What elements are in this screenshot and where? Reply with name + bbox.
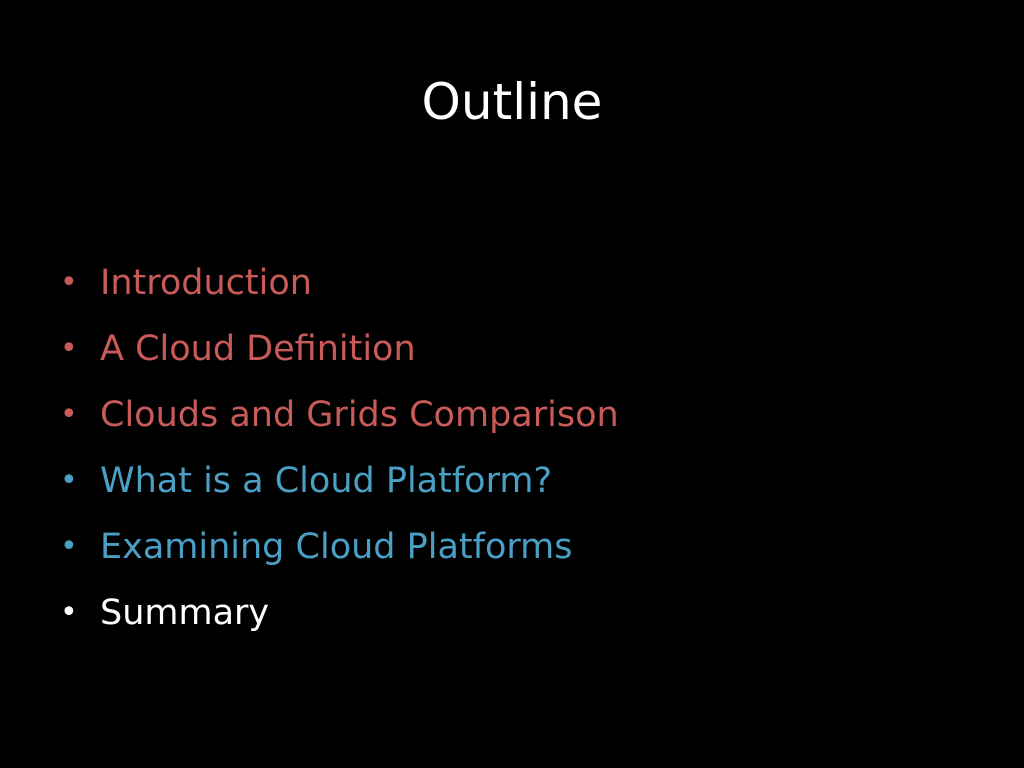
outline-item-label: Summary <box>100 593 270 633</box>
outline-item-cloud-definition: • A Cloud Definition <box>60 316 980 382</box>
outline-item-label: Introduction <box>100 263 312 303</box>
outline-item-cloud-platform: • What is a Cloud Platform? <box>60 448 980 514</box>
bullet-icon: • <box>60 463 78 498</box>
outline-item-examining-platforms: • Examining Cloud Platforms <box>60 514 980 580</box>
outline-item-label: Examining Cloud Platforms <box>100 527 573 567</box>
outline-item-label: What is a Cloud Platform? <box>100 461 553 501</box>
outline-item-label: Clouds and Grids Comparison <box>100 395 619 435</box>
bullet-icon: • <box>60 265 78 300</box>
outline-item-summary: • Summary <box>60 580 980 646</box>
outline-item-label: A Cloud Definition <box>100 329 416 369</box>
bullet-icon: • <box>60 529 78 564</box>
slide-title: Outline <box>421 73 603 131</box>
bullet-icon: • <box>60 595 78 630</box>
bullet-icon: • <box>60 397 78 432</box>
outline-list: • Introduction • A Cloud Definition • Cl… <box>60 250 980 646</box>
outline-item-introduction: • Introduction <box>60 250 980 316</box>
outline-item-clouds-grids-comparison: • Clouds and Grids Comparison <box>60 382 980 448</box>
bullet-icon: • <box>60 331 78 366</box>
